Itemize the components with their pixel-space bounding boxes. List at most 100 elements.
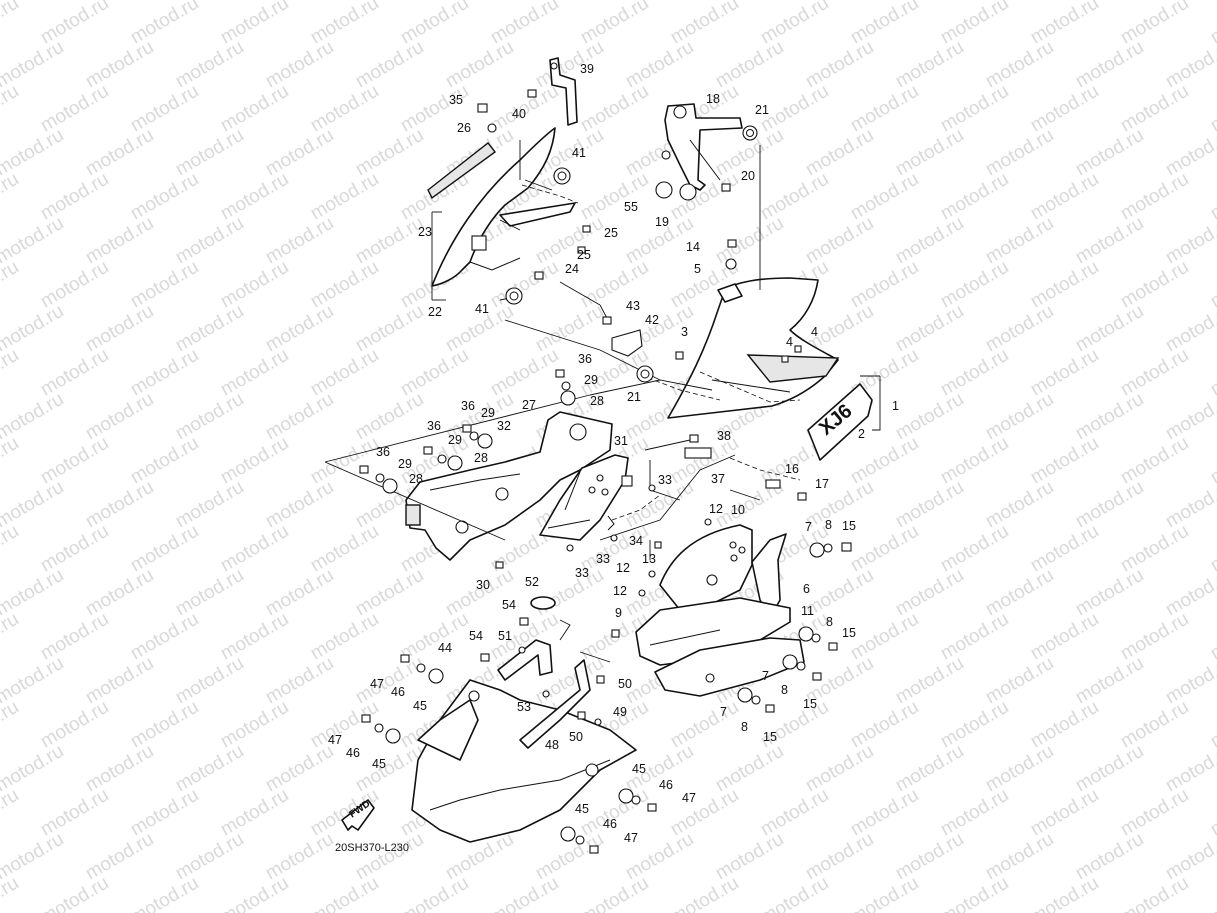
watermark-text: motod.ru	[802, 213, 877, 269]
watermark-text: motod.ru	[847, 81, 922, 137]
watermark-text: motod.ru	[937, 697, 1012, 753]
watermark-text: motod.ru	[127, 81, 202, 137]
watermark-text: motod.ru	[712, 829, 787, 885]
watermark-text: motod.ru	[82, 301, 157, 357]
watermark-text: motod.ru	[847, 697, 922, 753]
callout-21: 21	[755, 103, 769, 117]
callout-45: 45	[575, 802, 589, 816]
watermark-text: motod.ru	[0, 81, 22, 137]
watermark-text: motod.ru	[1027, 433, 1102, 489]
watermark-text: motod.ru	[37, 169, 112, 225]
callout-46: 46	[603, 817, 617, 831]
watermark-text: motod.ru	[217, 609, 292, 665]
watermark-text: motod.ru	[37, 785, 112, 841]
callout-39: 39	[580, 62, 594, 76]
watermark-text: motod.ru	[847, 785, 922, 841]
watermark-text: motod.ru	[757, 873, 832, 913]
watermark-text: motod.ru	[982, 741, 1057, 797]
watermark-text: motod.ru	[802, 477, 877, 533]
watermark-text: motod.ru	[262, 477, 337, 533]
watermark-text: motod.ru	[667, 433, 742, 489]
watermark-text: motod.ru	[1162, 653, 1217, 709]
callout-41: 41	[475, 302, 489, 316]
callout-48: 48	[545, 738, 559, 752]
watermark-text: motod.ru	[37, 521, 112, 577]
callout-4: 4	[811, 325, 818, 339]
watermark-text: motod.ru	[1117, 785, 1192, 841]
watermark-text: motod.ru	[1162, 389, 1217, 445]
watermark-text: motod.ru	[127, 521, 202, 577]
watermark-text: motod.ru	[1072, 389, 1147, 445]
callout-53: 53	[517, 700, 531, 714]
callout-21: 21	[627, 390, 641, 404]
watermark-text: motod.ru	[262, 829, 337, 885]
callout-45: 45	[413, 699, 427, 713]
watermark-text: motod.ru	[982, 565, 1057, 621]
watermark-text: motod.ru	[802, 37, 877, 93]
watermark-text: motod.ru	[82, 741, 157, 797]
watermark-text: motod.ru	[577, 257, 652, 313]
watermark-text: motod.ru	[937, 609, 1012, 665]
watermark-text: motod.ru	[172, 565, 247, 621]
watermark-text: motod.ru	[1027, 609, 1102, 665]
callout-7: 7	[805, 520, 812, 534]
watermark-text: motod.ru	[577, 81, 652, 137]
watermark-text: motod.ru	[127, 697, 202, 753]
callout-33: 33	[658, 473, 672, 487]
callout-8: 8	[825, 518, 832, 532]
watermark-text: motod.ru	[847, 521, 922, 577]
parts-layer: XJ6	[324, 57, 881, 854]
watermark-text: motod.ru	[487, 257, 562, 313]
watermark-text: motod.ru	[937, 81, 1012, 137]
callout-51: 51	[498, 629, 512, 643]
callout-23: 23	[418, 225, 432, 239]
callout-45: 45	[372, 757, 386, 771]
callout-41: 41	[572, 146, 586, 160]
watermark-text: motod.ru	[577, 169, 652, 225]
watermark-text: motod.ru	[532, 213, 607, 269]
watermark-text: motod.ru	[892, 565, 967, 621]
callout-31: 31	[614, 434, 628, 448]
bracket-39	[549, 57, 578, 126]
watermark-text: motod.ru	[82, 125, 157, 181]
watermark-text: motod.ru	[1072, 301, 1147, 357]
watermark-text: motod.ru	[937, 521, 1012, 577]
callout-25: 25	[577, 248, 591, 262]
watermark-text: motod.ru	[352, 125, 427, 181]
watermark-text: motod.ru	[0, 0, 22, 48]
watermark-text: motod.ru	[892, 213, 967, 269]
watermark-text: motod.ru	[172, 125, 247, 181]
callout-50: 50	[569, 730, 583, 744]
watermark-text: motod.ru	[937, 345, 1012, 401]
callout-7: 7	[720, 705, 727, 719]
watermark-text: motod.ru	[352, 565, 427, 621]
watermark-text: motod.ru	[82, 37, 157, 93]
callout-33: 33	[575, 566, 589, 580]
watermark-text: motod.ru	[307, 609, 382, 665]
callout-42: 42	[645, 313, 659, 327]
callout-47: 47	[624, 831, 638, 845]
watermark-text: motod.ru	[217, 785, 292, 841]
watermark-text: motod.ru	[487, 873, 562, 913]
watermark-text: motod.ru	[1072, 565, 1147, 621]
watermark-text: motod.ru	[217, 81, 292, 137]
callout-10: 10	[731, 503, 745, 517]
callout-19: 19	[655, 215, 669, 229]
watermark-text: motod.ru	[307, 257, 382, 313]
watermark-text: motod.ru	[217, 433, 292, 489]
callout-16: 16	[785, 462, 799, 476]
watermark-text: motod.ru	[397, 345, 472, 401]
watermark-text: motod.ru	[1207, 433, 1217, 489]
watermark-text: motod.ru	[1207, 609, 1217, 665]
callout-54: 54	[469, 629, 483, 643]
watermark-text: motod.ru	[217, 521, 292, 577]
stay-18	[661, 103, 743, 191]
callout-32: 32	[497, 419, 511, 433]
watermark-text: motod.ru	[37, 873, 112, 913]
watermark-text: motod.ru	[352, 301, 427, 357]
watermark-text: motod.ru	[307, 521, 382, 577]
callout-30: 30	[476, 578, 490, 592]
watermark-text: motod.ru	[37, 81, 112, 137]
watermark-text: motod.ru	[262, 565, 337, 621]
callout-49: 49	[613, 705, 627, 719]
